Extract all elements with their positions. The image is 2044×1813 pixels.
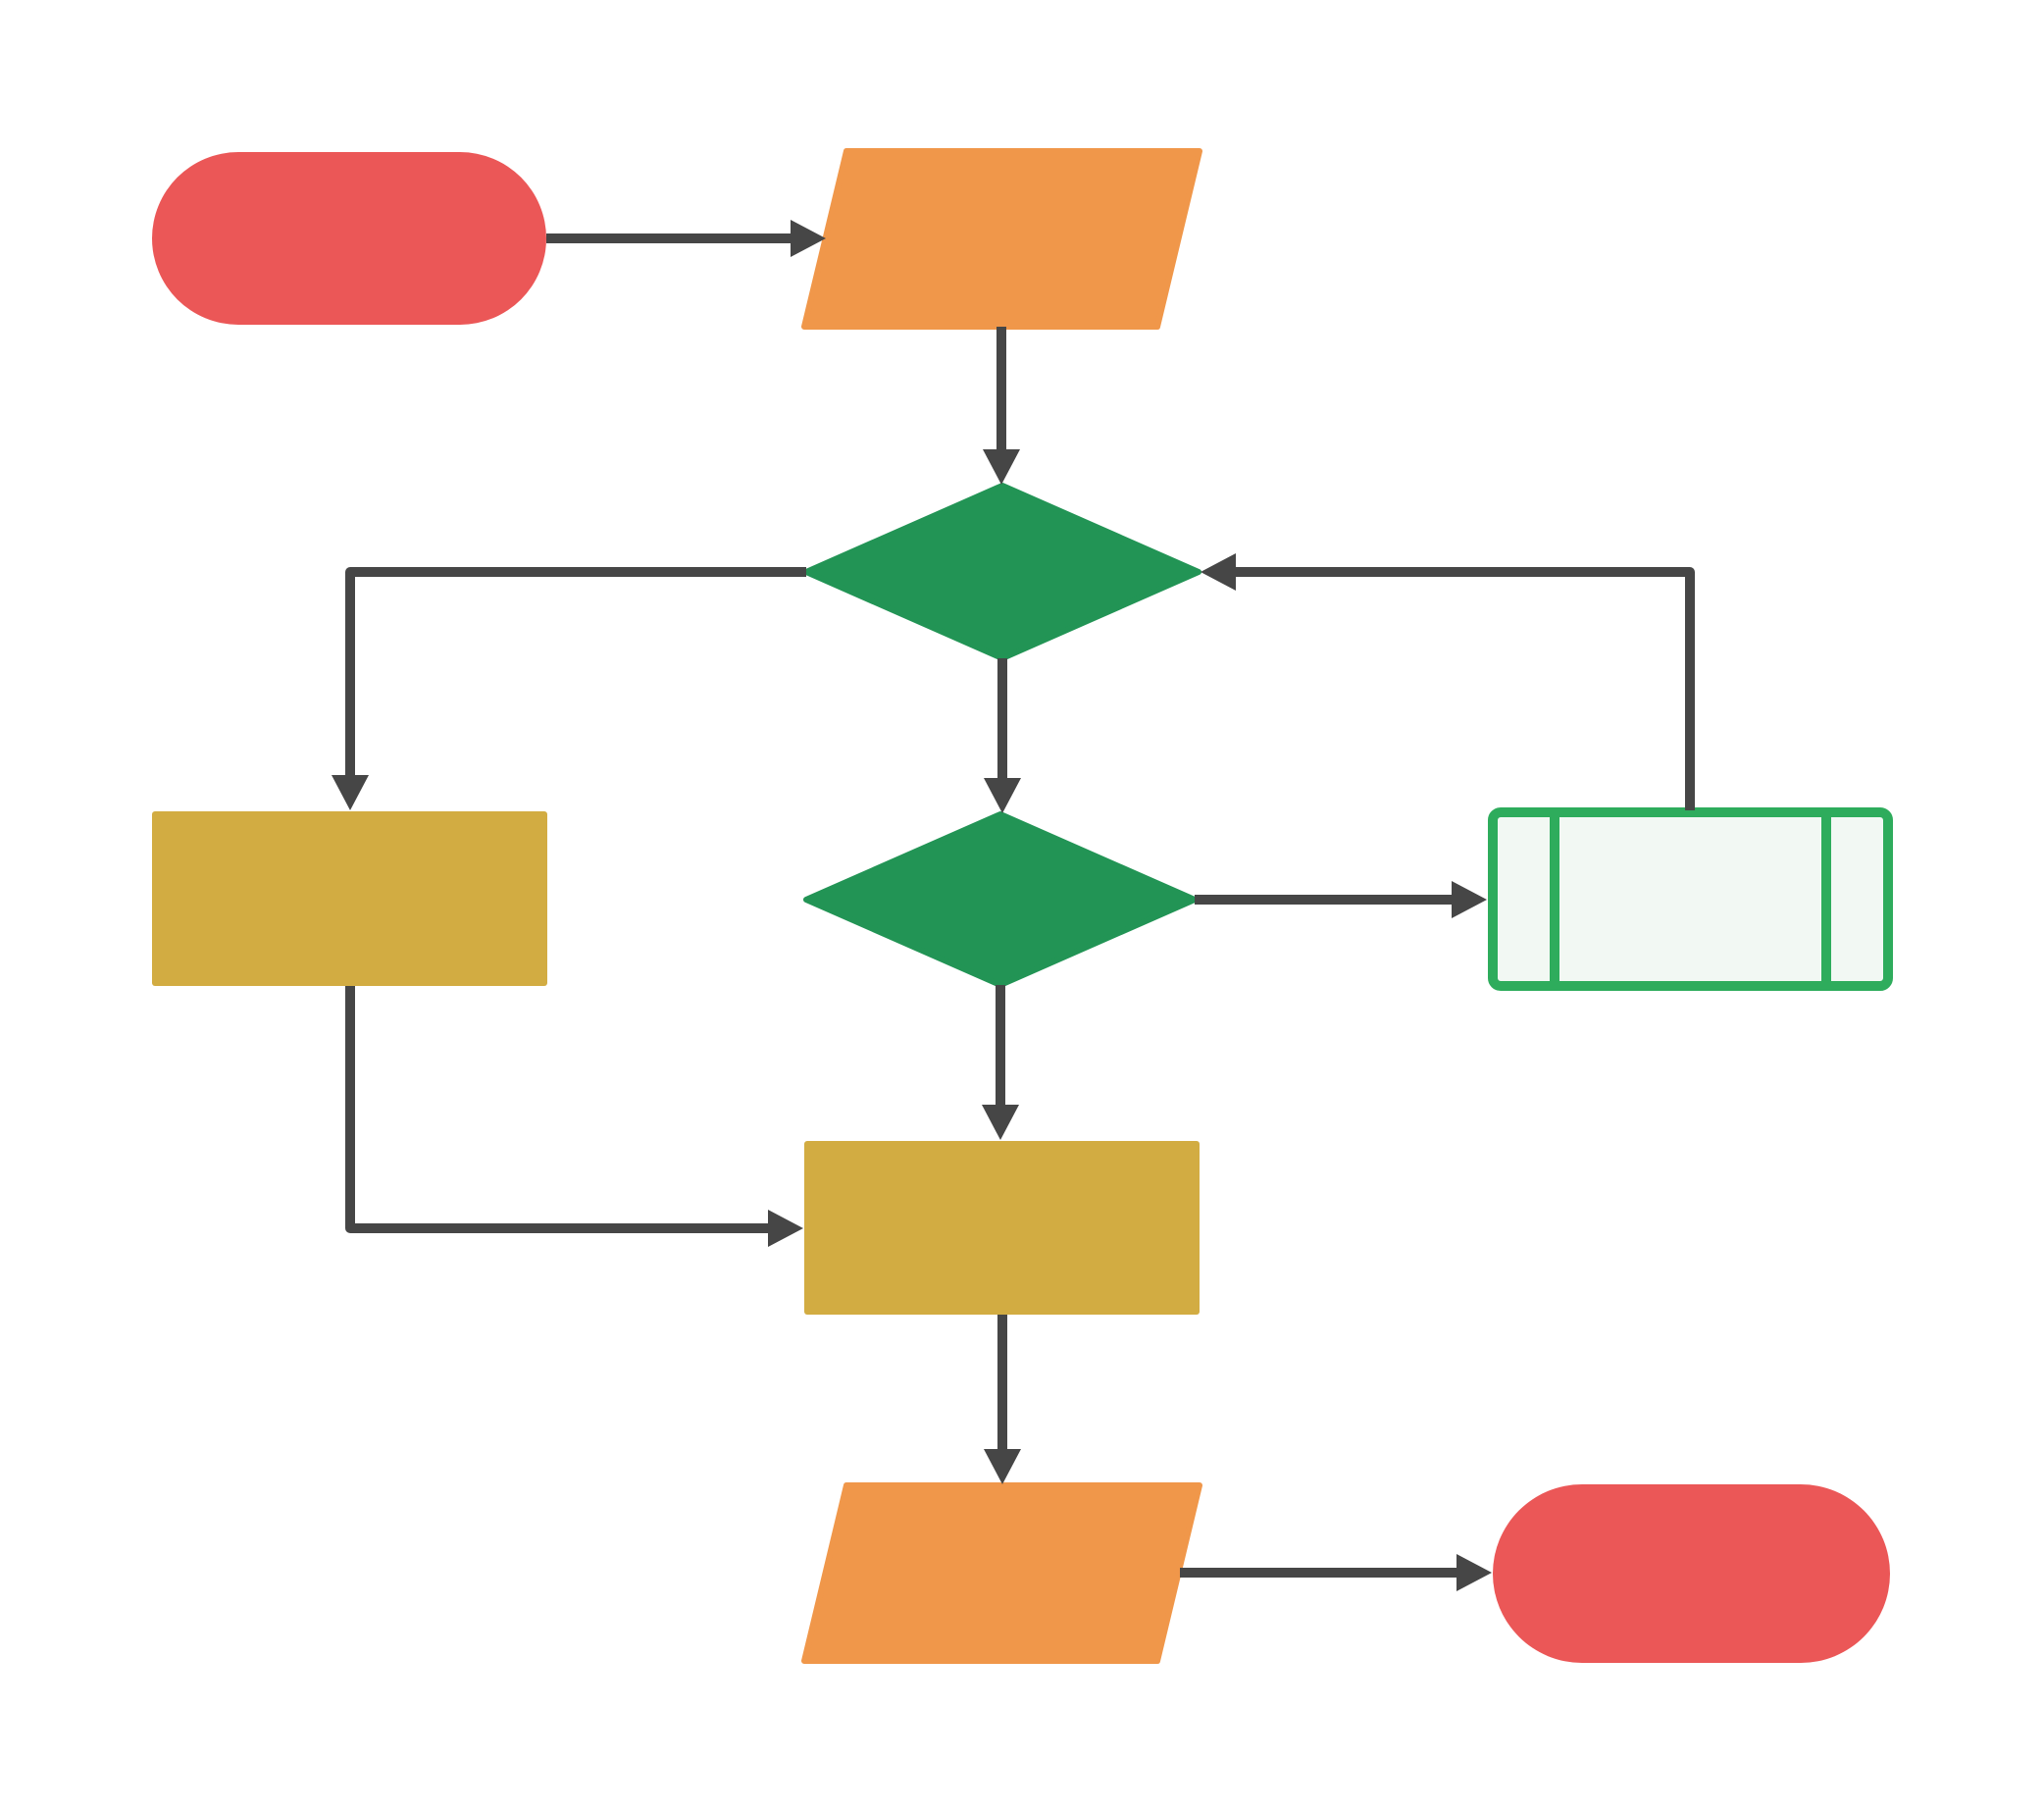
decision-diamond-2: [803, 811, 1198, 988]
input-parallelogram-top: [801, 148, 1202, 330]
process-rect-left: [152, 811, 547, 986]
end-terminator: [1493, 1484, 1890, 1663]
edge-start-to-input-top-arrowhead: [791, 220, 826, 257]
edge-decision-1-to-process-left-arrowhead: [332, 775, 369, 810]
edge-process-left-to-process-center: [345, 986, 776, 1233]
edge-output-bottom-to-end-arrowhead: [1456, 1554, 1492, 1591]
output-parallelogram-bottom: [801, 1482, 1202, 1664]
edge-subroutine-loop-to-decision-1-arrowhead: [1201, 553, 1236, 591]
process-rect-center: [804, 1141, 1200, 1315]
edge-process-left-to-process-center-arrowhead: [768, 1210, 803, 1247]
edge-decision-2-to-process-center-arrowhead: [982, 1105, 1019, 1140]
start-terminator: [152, 152, 546, 325]
edge-subroutine-loop-to-decision-1: [1228, 567, 1695, 810]
edge-decision-1-to-process-left: [345, 567, 806, 783]
decision-diamond-1: [803, 483, 1201, 661]
edge-decision-1-to-decision-2-arrowhead: [984, 778, 1021, 813]
edge-decision-2-to-subroutine-arrowhead: [1452, 881, 1487, 918]
predefined-process-box: [1488, 807, 1893, 991]
edge-process-center-to-output-bottom-arrowhead: [984, 1449, 1021, 1484]
edge-input-top-to-decision-1-arrowhead: [983, 449, 1020, 485]
